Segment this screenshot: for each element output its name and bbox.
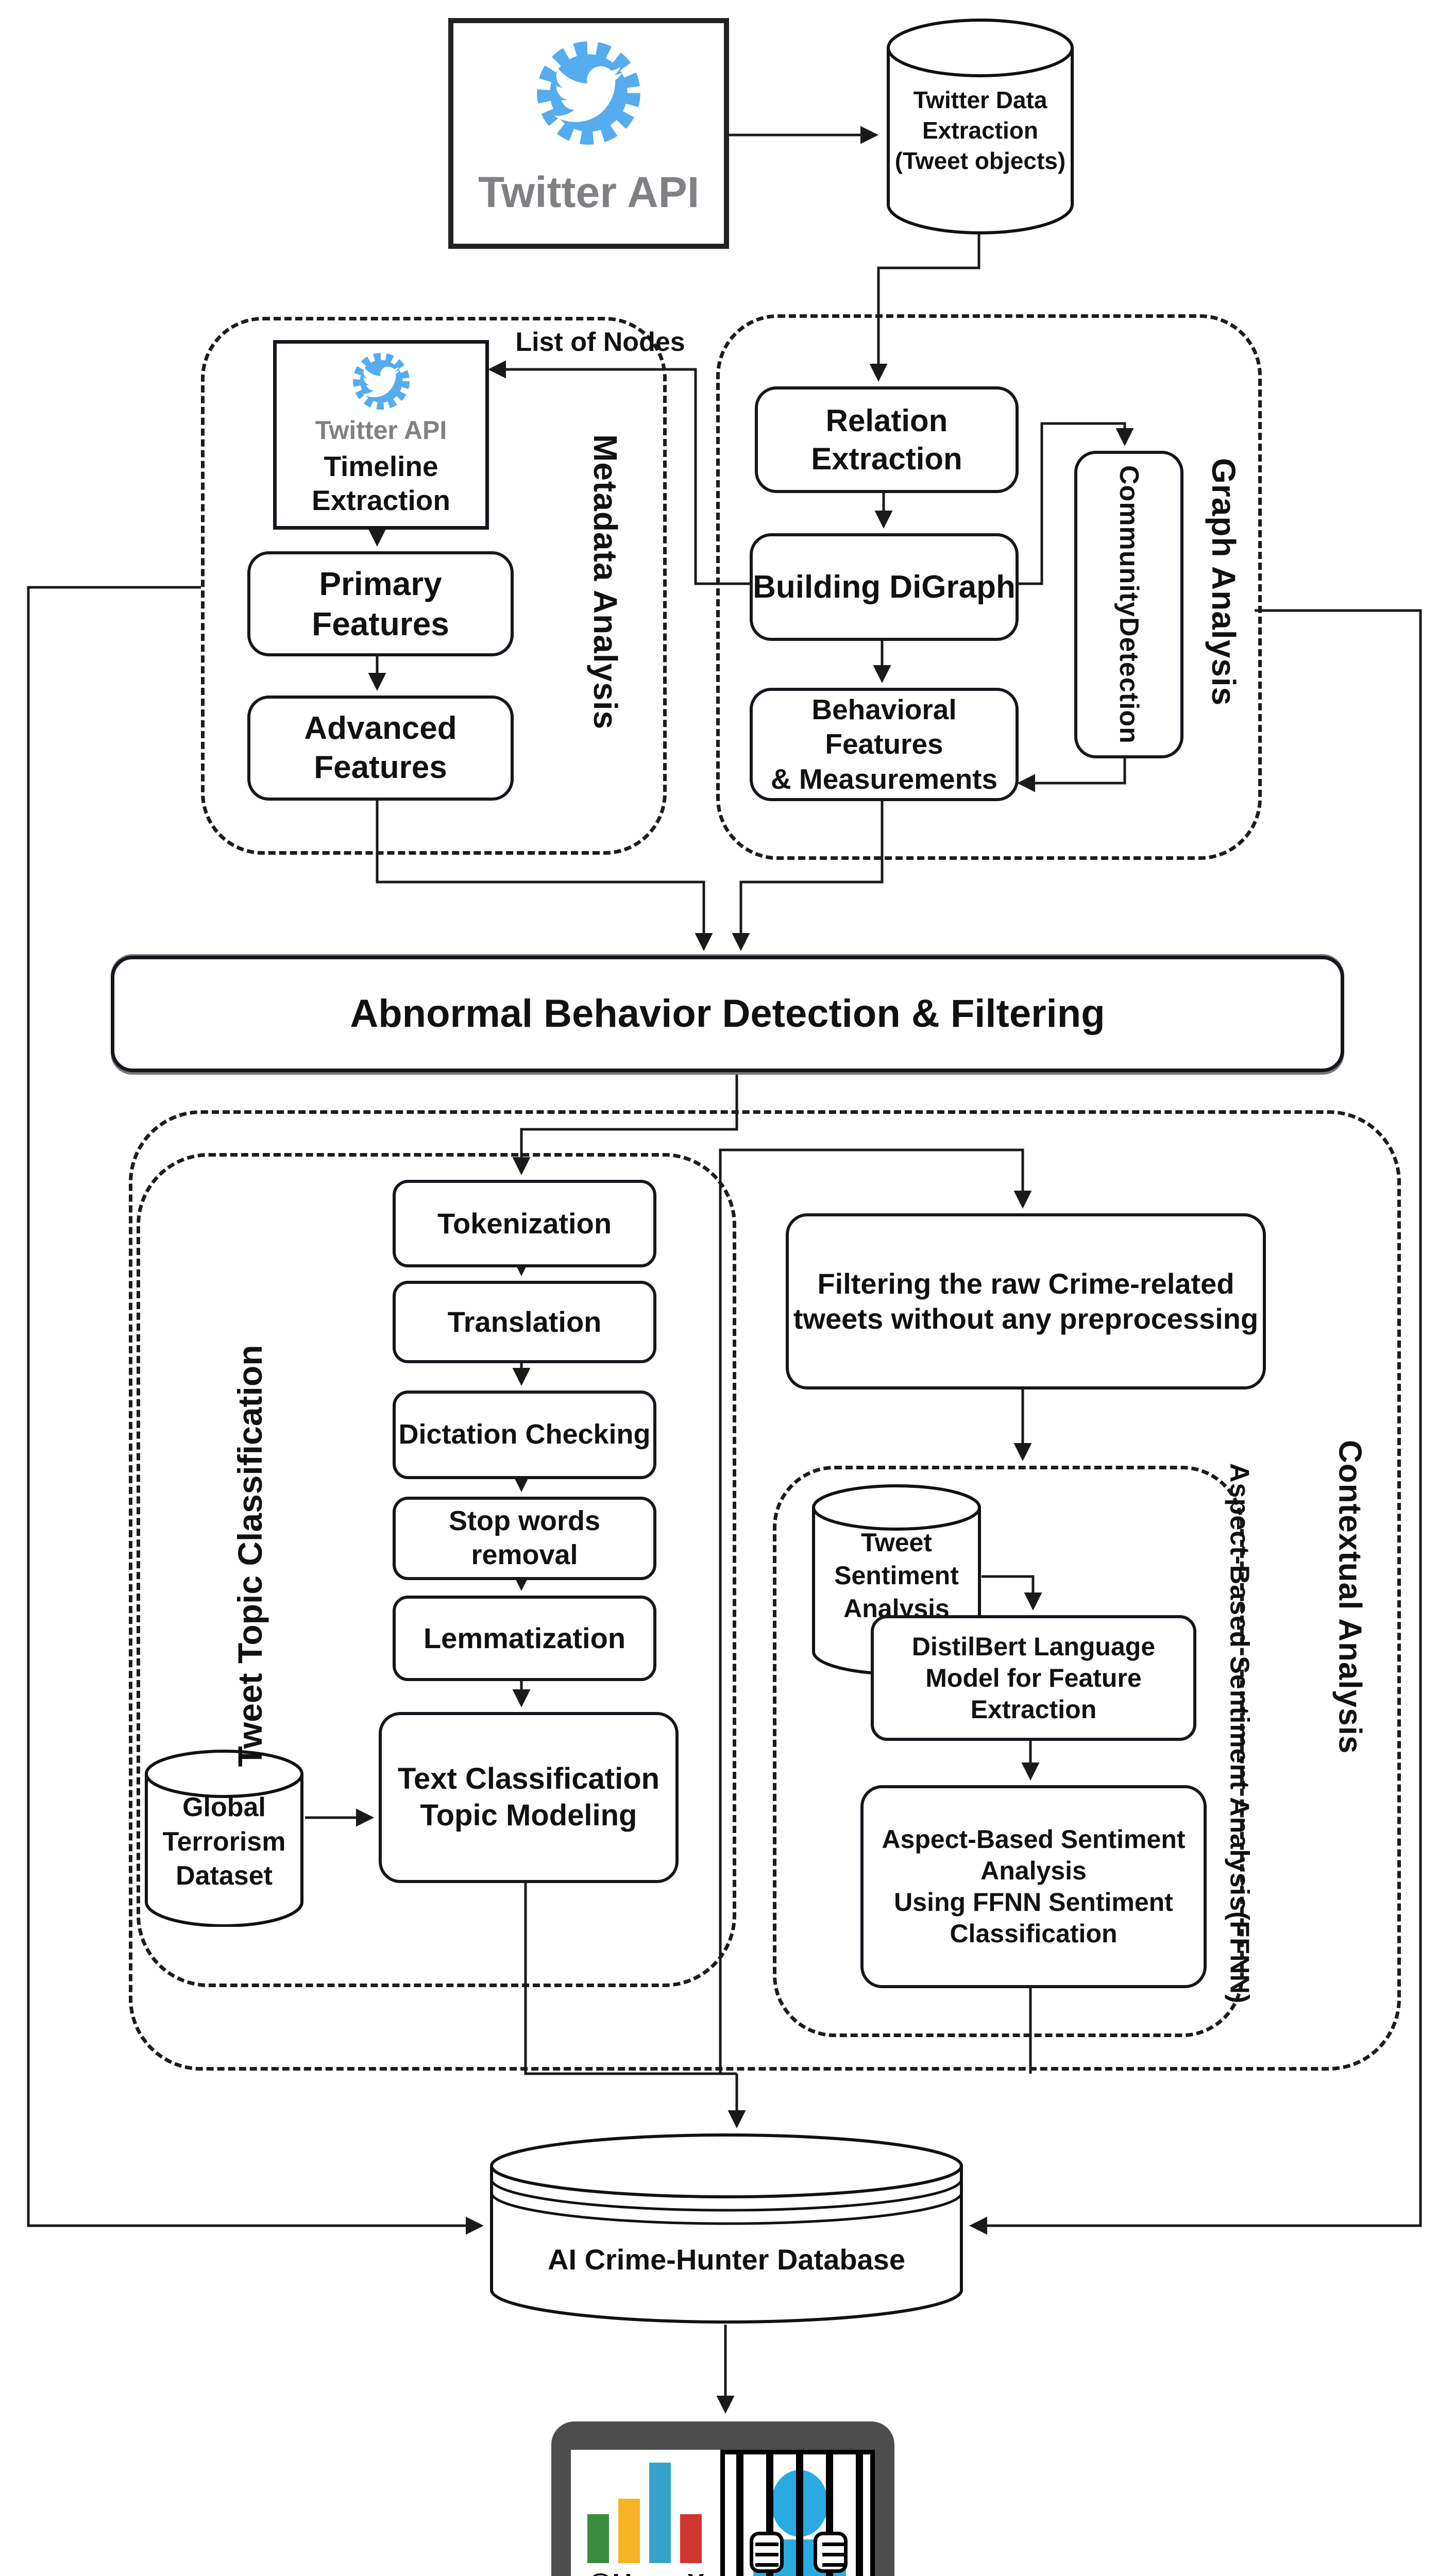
twitter-data-line3: (Tweet objects) <box>894 147 1066 174</box>
jail-icon <box>720 2450 875 2576</box>
dictation-checking-label: Dictation Checking <box>398 1419 651 1450</box>
fist-right <box>814 2532 848 2573</box>
timeline-line2: Extraction <box>312 484 450 516</box>
relation-extraction-label: Relation Extraction <box>811 403 962 476</box>
aspect-based-sentiment-node: Aspect-Based Sentiment Analysis Using FF… <box>860 1785 1207 1988</box>
timeline-logo-caption: Twitter API <box>315 416 447 445</box>
tweet-topic-classification-text: Tweet Topic Classification <box>231 1345 269 1767</box>
tokenization-label: Tokenization <box>437 1207 612 1240</box>
distilbert-line2: Model for Feature <box>925 1663 1142 1692</box>
twitter-data-line2: Extraction <box>922 116 1038 144</box>
gtd-line1: Global <box>182 1792 266 1822</box>
absa-ffnn-label: Aspect-Based Sentiment Analysis (FFNN) <box>1198 1412 1280 2056</box>
translation-label: Translation <box>447 1305 602 1338</box>
contextual-analysis-label: Contextual Analysis <box>1322 1365 1378 1829</box>
text-classification-line1: Text Classification <box>397 1762 660 1796</box>
bar-chart-icon: @User_X <box>571 2450 720 2576</box>
global-terrorism-dataset-cylinder: Global Terrorism Dataset <box>144 1749 304 1927</box>
contextual-analysis-section <box>129 1110 1401 2071</box>
aspect-line3: Using FFNN Sentiment <box>894 1888 1173 1917</box>
community-detection-node: Community Detection <box>1074 451 1183 758</box>
behavioral-features-line2: & Measurements <box>770 762 998 795</box>
community-detection-line1: Community <box>1114 465 1144 618</box>
tsa-line1: Tweet <box>861 1528 932 1557</box>
building-digraph-node: Building DiGraph <box>750 533 1019 641</box>
timeline-extraction-node: Twitter API Timeline Extraction <box>273 340 489 530</box>
timeline-line1: Timeline <box>324 450 438 482</box>
abnormal-behavior-bar: Abnormal Behavior Detection & Filtering <box>111 956 1344 1072</box>
tsa-line2: Sentiment <box>834 1561 959 1590</box>
aspect-line1: Aspect-Based Sentiment <box>882 1825 1186 1854</box>
distilbert-line1: DistilBert Language <box>911 1632 1156 1661</box>
monitor-icon: @User_X <box>551 2421 894 2576</box>
metadata-analysis-text: Metadata Analysis <box>587 434 624 730</box>
tweet-topic-classification-label: Tweet Topic Classification <box>229 1195 270 1917</box>
distilbert-node: DistilBert Language Model for Feature Ex… <box>871 1615 1196 1741</box>
filtering-raw-tweets-node: Filtering the raw Crime-related tweets w… <box>786 1213 1266 1389</box>
twitter-gear-icon <box>537 41 640 145</box>
graph-analysis-label: Graph Analysis <box>1195 433 1252 732</box>
tokenization-node: Tokenization <box>393 1180 656 1267</box>
relation-extraction-node: Relation Extraction <box>755 386 1019 493</box>
advanced-features-node: Advanced Features <box>247 696 514 801</box>
tweet-sentiment-cylinder: Tweet Sentiment Analysis <box>811 1484 982 1675</box>
twitter-api-box-label: Twitter API <box>478 168 700 216</box>
gtd-line2: Terrorism <box>162 1826 286 1857</box>
twitter-gear-icon-small <box>352 352 410 410</box>
text-classification-line2: Topic Modeling <box>420 1799 637 1832</box>
stop-words-removal-node: Stop words removal <box>393 1497 656 1580</box>
contextual-analysis-text: Contextual Analysis <box>1332 1440 1368 1754</box>
stop-words-removal-label: Stop words removal <box>449 1505 600 1570</box>
community-detection-line2: Detection <box>1114 617 1144 744</box>
metadata-analysis-label: Metadata Analysis <box>577 433 634 732</box>
metadata-analysis-section <box>201 317 667 855</box>
twitter-data-cylinder: Twitter Data Extraction (Tweet objects) <box>886 18 1074 234</box>
primary-features-label: Primary Features <box>312 565 449 642</box>
crime-hunter-database-cylinder: AI Crime-Hunter Database <box>489 2133 963 2325</box>
primary-features-node: Primary Features <box>247 551 514 656</box>
abnormal-behavior-label: Abnormal Behavior Detection & Filtering <box>350 991 1105 1036</box>
filtering-line2: tweets without any preprocessing <box>793 1302 1259 1335</box>
username-label: @User_X <box>571 2568 720 2576</box>
behavioral-features-node: Behavioral Features & Measurements <box>750 688 1019 801</box>
building-digraph-label: Building DiGraph <box>753 569 1016 605</box>
aspect-line2: Analysis <box>980 1856 1087 1885</box>
text-classification-node: Text Classification Topic Modeling <box>379 1712 679 1883</box>
absa-ffnn-text-line1: Aspect-Based Sentiment Analysis <box>1224 1463 1255 1912</box>
fist-left <box>750 2532 784 2573</box>
absa-ffnn-text-line2: (FFNN) <box>1224 1911 1255 2004</box>
absa-ffnn-section <box>773 1466 1244 2037</box>
database-label: AI Crime-Hunter Database <box>548 2243 905 2276</box>
graph-analysis-section <box>716 314 1262 860</box>
dictation-checking-node: Dictation Checking <box>393 1391 656 1479</box>
list-of-nodes-label: List of Nodes <box>515 327 685 357</box>
advanced-features-label: Advanced Features <box>304 710 457 785</box>
graph-analysis-text: Graph Analysis <box>1205 458 1242 706</box>
behavioral-features-line1: Behavioral Features <box>811 693 957 760</box>
translation-node: Translation <box>393 1281 656 1363</box>
twitter-data-line1: Twitter Data <box>913 87 1047 113</box>
lemmatization-label: Lemmatization <box>423 1621 626 1654</box>
tweet-topic-classification-section <box>137 1153 736 1987</box>
lemmatization-node: Lemmatization <box>393 1596 656 1681</box>
filtering-line1: Filtering the raw Crime-related <box>817 1267 1234 1300</box>
aspect-line4: Classification <box>950 1919 1118 1948</box>
gtd-line3: Dataset <box>176 1861 273 1891</box>
twitter-api-node: Twitter API <box>448 18 729 249</box>
distilbert-line3: Extraction <box>970 1694 1097 1724</box>
